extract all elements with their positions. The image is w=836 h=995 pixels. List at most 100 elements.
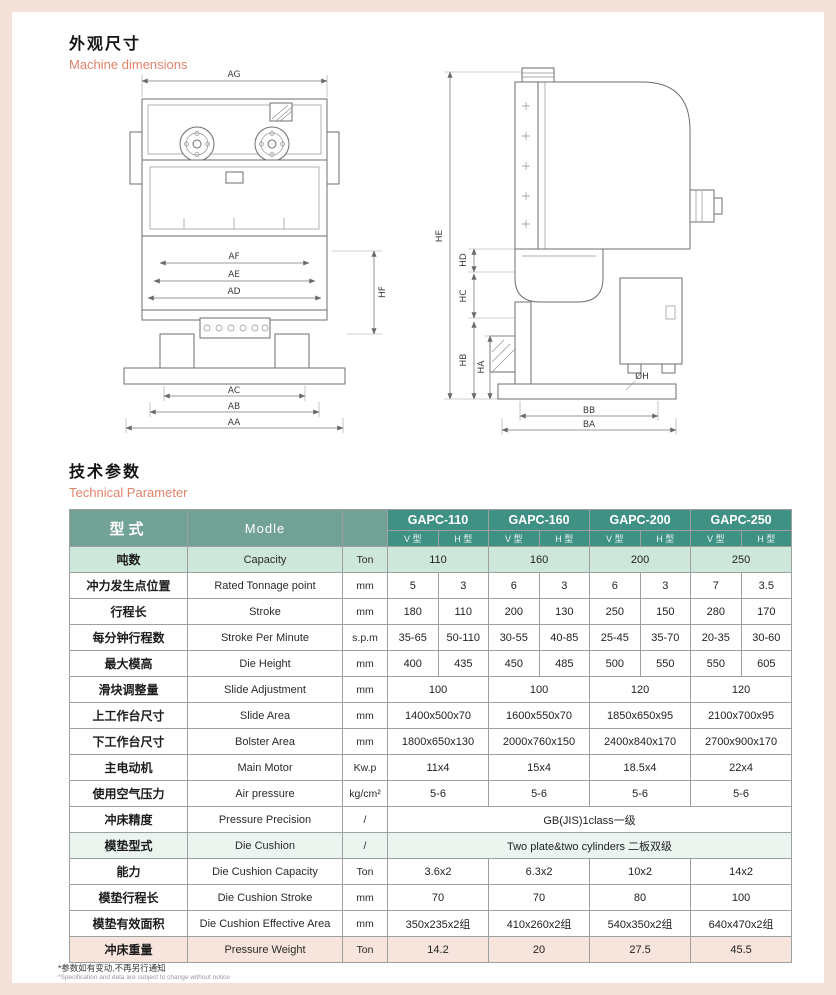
value-cell: 5-6 [386, 780, 490, 807]
table-row-capacity: 吨数 Capacity Ton 110 160 200 250 [69, 546, 793, 573]
row-unit: mm [342, 884, 388, 911]
row-unit: / [342, 832, 388, 859]
value-cell: 11x4 [386, 754, 490, 781]
row-label-zh: 冲力发生点位置 [69, 572, 188, 599]
value-cell: 40-85 [538, 624, 591, 651]
row-label-zh: 使用空气压力 [69, 780, 188, 807]
parameters-title-en: Technical Parameter [69, 485, 188, 500]
dim-hc: HC [459, 273, 515, 319]
dim-ab: AB [149, 402, 320, 417]
row-label-zh: 模垫型式 [69, 832, 188, 859]
crown [141, 98, 328, 161]
top-unit [521, 67, 555, 83]
value-cell: 100 [488, 676, 591, 703]
dimensions-title-en: Machine dimensions [69, 57, 188, 72]
header-model-label: Modle [187, 509, 343, 547]
row-label-zh: 能力 [69, 858, 188, 885]
control-cabinet [619, 277, 683, 365]
value-cell: 5-6 [488, 780, 591, 807]
row-label-zh: 主电动机 [69, 754, 188, 781]
table-row-slide-area: 上工作台尺寸 Slide Area mm 1400x500x70 1600x55… [69, 702, 793, 729]
row-unit: Ton [342, 858, 388, 885]
value-cell: 7 [690, 572, 742, 599]
row-label-en: Die Height [187, 650, 343, 677]
header-v-type: V 型 [488, 530, 540, 547]
row-label-en: Slide Area [187, 702, 343, 729]
value-cell: 1600x550x70 [488, 702, 591, 729]
value-cell: 3 [437, 572, 490, 599]
header-v-type: V 型 [589, 530, 641, 547]
dim-label-bb: BB [583, 406, 595, 416]
row-label-en: Capacity [187, 546, 343, 573]
value-cell: 14.2 [386, 936, 490, 963]
header-h-type: H 型 [437, 530, 490, 547]
table-row-die-cushion-capacity: 能力 Die Cushion Capacity Ton 3.6x2 6.3x2 … [69, 858, 793, 885]
dim-hf: HF [332, 250, 388, 335]
motor [689, 189, 723, 223]
value-cell: 2700x900x170 [690, 728, 793, 755]
value-cell: 22x4 [690, 754, 793, 781]
dimensions-section-title: 外观尺寸 Machine dimensions [69, 30, 188, 72]
value-cell: 15x4 [488, 754, 591, 781]
table-row-pressure-weight: 冲床重量 Pressure Weight Ton 14.2 20 27.5 45… [69, 936, 793, 963]
row-unit: mm [342, 702, 388, 729]
table-row-main-motor: 主电动机 Main Motor Kw.p 11x4 15x4 18.5x4 22… [69, 754, 793, 781]
value-cell: 280 [690, 598, 742, 625]
value-cell: 30-60 [740, 624, 793, 651]
row-label-en: Main Motor [187, 754, 343, 781]
table-row-die-cushion: 模垫型式 Die Cushion / Two plate&two cylinde… [69, 832, 793, 859]
value-cell: 3 [639, 572, 692, 599]
value-cell: 27.5 [589, 936, 692, 963]
row-label-zh: 滑块调整量 [69, 676, 188, 703]
table-row-bolster-area: 下工作台尺寸 Bolster Area mm 1800x650x130 2000… [69, 728, 793, 755]
row-label-zh: 下工作台尺寸 [69, 728, 188, 755]
header-v-type: V 型 [387, 530, 439, 547]
value-cell: 6.3x2 [488, 858, 591, 885]
header-type: 型式 [69, 509, 188, 547]
header-model-gapc250: GAPC-250 [690, 509, 793, 531]
row-label-en: Pressure Weight [187, 936, 343, 963]
row-label-en: Bolster Area [187, 728, 343, 755]
header-model-gapc160: GAPC-160 [488, 509, 591, 531]
value-cell: 70 [386, 884, 490, 911]
nameplate-icon [269, 102, 293, 122]
value-cell: 35-65 [387, 624, 439, 651]
row-label-zh: 行程长 [69, 598, 188, 625]
content-panel: 外观尺寸 Machine dimensions AG [12, 12, 824, 983]
header-h-type: H 型 [538, 530, 591, 547]
value-cell: 435 [437, 650, 490, 677]
value-cell: 80 [589, 884, 692, 911]
row-label-en: Die Cushion [187, 832, 343, 859]
value-cell: 605 [740, 650, 793, 677]
row-unit: Ton [342, 936, 388, 963]
row-unit: mm [342, 910, 388, 937]
value-cell: 120 [589, 676, 692, 703]
row-unit: s.p.m [342, 624, 388, 651]
value-cell: 450 [488, 650, 540, 677]
dim-label-ae: AE [228, 270, 240, 280]
row-label-en: Die Cushion Capacity [187, 858, 343, 885]
base [123, 367, 346, 385]
value-cell: 2000x760x150 [488, 728, 591, 755]
value-cell: 6 [589, 572, 641, 599]
value-cell: 485 [538, 650, 591, 677]
dim-label-hf: HF [378, 286, 388, 298]
row-label-zh: 模垫有效面积 [69, 910, 188, 937]
dim-ag: AG [141, 70, 328, 97]
value-cell: 550 [690, 650, 742, 677]
value-cell: 250 [690, 546, 793, 573]
row-label-en: Rated Tonnage point [187, 572, 343, 599]
row-label-zh: 吨数 [69, 546, 188, 573]
header-h-type: H 型 [639, 530, 692, 547]
row-label-en: Stroke [187, 598, 343, 625]
value-cell: 1400x500x70 [386, 702, 490, 729]
table-row-pressure-precision: 冲床精度 Pressure Precision / GB(JIS)1class一… [69, 806, 793, 833]
dim-label-hc: HC [459, 289, 469, 302]
table-row-stroke-per-minute: 每分钟行程数 Stroke Per Minute s.p.m 35-65 50-… [69, 624, 793, 651]
dim-label-he: HE [435, 229, 445, 242]
value-cell: 3 [538, 572, 591, 599]
value-cell: 110 [437, 598, 490, 625]
dim-hd: HD [459, 248, 515, 273]
value-cell: 400 [387, 650, 439, 677]
value-cell: 500 [589, 650, 641, 677]
